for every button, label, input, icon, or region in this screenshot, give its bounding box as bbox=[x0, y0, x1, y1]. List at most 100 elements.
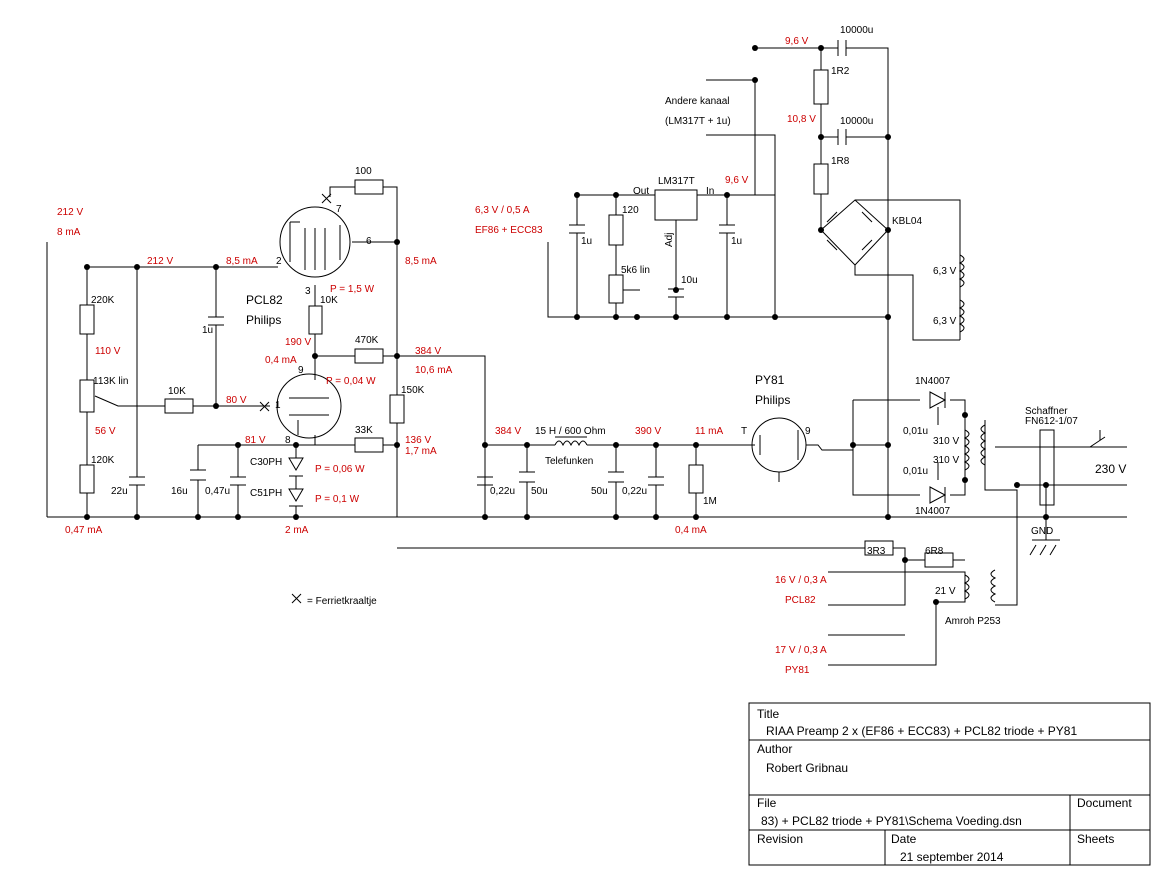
label-r6r8: 6R8 bbox=[925, 546, 944, 557]
label-fn612: FN612-1/07 bbox=[1025, 416, 1078, 427]
label-c1u: 1u bbox=[202, 325, 213, 336]
label-c1u-b: 1u bbox=[731, 236, 742, 247]
label-c50u-a: 50u bbox=[531, 486, 548, 497]
label-r120k: 120K bbox=[91, 455, 115, 466]
label-pin9b: 9 bbox=[805, 426, 811, 437]
label-amroh: Amroh P253 bbox=[945, 616, 1001, 627]
label-schaffner: Schaffner bbox=[1025, 406, 1068, 417]
label-pot113k: 113K lin bbox=[93, 376, 128, 387]
label-c16u: 16u bbox=[171, 486, 188, 497]
junction-dots bbox=[84, 45, 1049, 605]
label-t: T bbox=[741, 426, 747, 437]
label-v190: 190 V bbox=[285, 337, 311, 348]
label-r120: 120 bbox=[622, 205, 639, 216]
label-p15w: P = 1,5 W bbox=[330, 284, 375, 295]
label-c10000u-b: 10000u bbox=[840, 116, 873, 127]
transformers bbox=[958, 254, 1060, 603]
label-lm317: LM317T bbox=[658, 176, 695, 187]
mains-switch bbox=[1089, 430, 1106, 448]
label-d1n4007-b: 1N4007 bbox=[915, 506, 950, 517]
label-ma04-b: 0,4 mA bbox=[675, 525, 707, 536]
label-ma11: 11 mA bbox=[695, 426, 723, 437]
ferrite-marks bbox=[259, 193, 332, 604]
label-v63-a: 6,3 V bbox=[933, 266, 957, 277]
tb-revision-label: Revision bbox=[757, 832, 803, 846]
label-r33k: 33K bbox=[355, 425, 373, 436]
label-r470k: 470K bbox=[355, 335, 379, 346]
label-v96-top: 9,6 V bbox=[785, 36, 809, 47]
label-ma2: 2 mA bbox=[285, 525, 309, 536]
label-ma85-a: 8,5 mA bbox=[226, 256, 258, 267]
label-c022u-a: 0,22u bbox=[490, 486, 515, 497]
label-philips2: Philips bbox=[755, 393, 790, 407]
label-ma04-a: 0,4 mA bbox=[265, 355, 297, 366]
label-ma047: 0,47 mA bbox=[65, 525, 103, 536]
label-c001u-b: 0,01u bbox=[903, 466, 928, 477]
label-c047u: 0,47u bbox=[205, 486, 230, 497]
title-block bbox=[748, 702, 1151, 866]
label-pcl82-out: PCL82 bbox=[785, 595, 816, 606]
label-p01w: P = 0,1 W bbox=[315, 494, 360, 505]
label-v212-mid: 212 V bbox=[147, 256, 173, 267]
label-c50u-b: 50u bbox=[591, 486, 608, 497]
label-in: In bbox=[706, 186, 714, 197]
label-pin7: 7 bbox=[336, 204, 342, 215]
label-v108: 10,8 V bbox=[787, 114, 816, 125]
label-v80: 80 V bbox=[226, 395, 247, 406]
label-v310-b: 310 V bbox=[933, 455, 959, 466]
label-gnd: GND bbox=[1031, 526, 1053, 537]
label-v21: 21 V bbox=[935, 586, 956, 597]
label-v81: 81 V bbox=[245, 435, 266, 446]
label-v63: 6,3 V / 0,5 A bbox=[475, 205, 530, 216]
label-v384-a: 384 V bbox=[415, 346, 441, 357]
label-lm317-1u: (LM317T + 1u) bbox=[665, 116, 731, 127]
label-c51ph: C51PH bbox=[250, 488, 282, 499]
label-r10k-b: 10K bbox=[168, 386, 186, 397]
label-v63-b: 6,3 V bbox=[933, 316, 957, 327]
label-c022u-b: 0,22u bbox=[622, 486, 647, 497]
tb-date-label: Date bbox=[891, 832, 917, 846]
label-r100: 100 bbox=[355, 166, 372, 177]
label-kbl04: KBL04 bbox=[892, 216, 922, 227]
label-adj: Adj bbox=[664, 233, 675, 247]
tb-sheets-label: Sheets bbox=[1077, 832, 1114, 846]
label-r1r2: 1R2 bbox=[831, 66, 850, 77]
choke bbox=[554, 436, 588, 447]
label-v96-reg: 9,6 V bbox=[725, 175, 749, 186]
label-ma106: 10,6 mA bbox=[415, 365, 453, 376]
label-v230: 230 V bbox=[1095, 462, 1126, 476]
capacitors bbox=[129, 40, 939, 486]
label-pin3: 3 bbox=[305, 286, 311, 297]
label-c30ph: C30PH bbox=[250, 457, 282, 468]
label-out: Out bbox=[633, 186, 649, 197]
label-v136: 136 V bbox=[405, 435, 431, 446]
diodes bbox=[288, 211, 947, 507]
label-andere: Andere kanaal bbox=[665, 96, 730, 107]
label-pin1: 1 bbox=[275, 400, 281, 411]
label-v212-top: 212 V bbox=[57, 207, 83, 218]
label-ma17: 1,7 mA bbox=[405, 446, 437, 457]
label-c22u: 22u bbox=[111, 486, 128, 497]
label-pin9: 9 bbox=[298, 365, 304, 376]
label-r10k-a: 10K bbox=[320, 295, 338, 306]
tb-date: 21 september 2014 bbox=[900, 850, 1004, 864]
label-p006w: P = 0,06 W bbox=[315, 464, 365, 475]
label-r3r3: 3R3 bbox=[867, 546, 886, 557]
label-ma8: 8 mA bbox=[57, 227, 81, 238]
label-py81: PY81 bbox=[755, 373, 785, 387]
label-r220k: 220K bbox=[91, 295, 115, 306]
label-r150k: 150K bbox=[401, 385, 425, 396]
label-c10000u-a: 10000u bbox=[840, 25, 873, 36]
tb-author: Robert Gribnau bbox=[766, 761, 848, 775]
label-r1m: 1M bbox=[703, 496, 717, 507]
label-telefunken: Telefunken bbox=[545, 456, 593, 467]
label-v16: 16 V / 0,3 A bbox=[775, 575, 827, 586]
label-v390: 390 V bbox=[635, 426, 661, 437]
tb-author-label: Author bbox=[757, 742, 792, 756]
tb-file-label: File bbox=[757, 796, 777, 810]
label-pcl82: PCL82 bbox=[246, 293, 283, 307]
label-pin6: 6 bbox=[366, 236, 372, 247]
label-ferrite: = Ferrietkraaltje bbox=[307, 596, 377, 607]
tb-title: RIAA Preamp 2 x (EF86 + ECC83) + PCL82 t… bbox=[766, 724, 1077, 738]
